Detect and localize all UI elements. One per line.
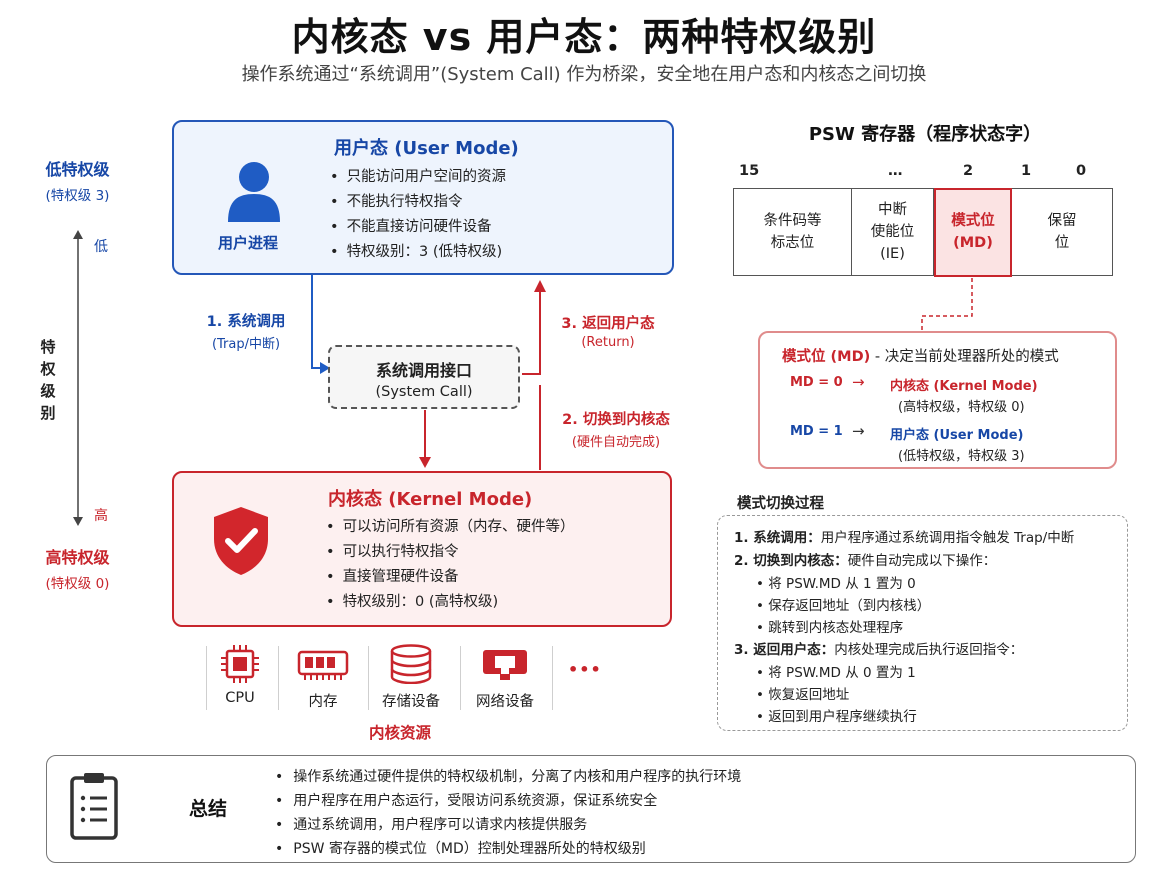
list-item: 用户程序在用户态运行，受限访问系统资源，保证系统安全 <box>275 789 741 813</box>
md1-value: MD = 1 <box>790 424 843 439</box>
list-item: • 恢复返回地址 <box>756 687 850 703</box>
list-item: 特权级别：3 (低特权级) <box>330 240 506 265</box>
bit-number: 1 <box>1021 163 1032 179</box>
syscall-interface-box: 系统调用接口 (System Call) <box>328 345 520 409</box>
switch-process-box: 1. 系统调用：用户程序通过系统调用指令触发 Trap/中断 2. 切换到内核态… <box>717 515 1128 731</box>
divider <box>278 646 279 710</box>
step-1: 1. 系统调用：用户程序通过系统调用指令触发 Trap/中断 <box>734 530 1075 546</box>
kernel-mode-title: 内核态 (Kernel Mode) <box>328 489 533 510</box>
resource-memory: 内存 <box>288 644 358 711</box>
database-icon <box>390 644 432 684</box>
md0-mode: 内核态 (Kernel Mode) <box>890 379 1038 394</box>
shield-check-icon <box>214 507 268 575</box>
md0-value: MD = 0 <box>790 375 843 390</box>
divider <box>368 646 369 710</box>
low-privilege-label: 低特权级 (特权级 3) <box>45 160 110 204</box>
step3-label: 3. 返回用户态 (Return) <box>561 316 655 350</box>
psw-cell-reserved: 保留位 <box>1047 213 1077 251</box>
md-info-desc: - 决定当前处理器所处的模式 <box>870 349 1059 365</box>
list-item: 只能访问用户空间的资源 <box>330 165 507 190</box>
user-mode-box: 用户态 (User Mode) 用户进程 只能访问用户空间的资源 不能执行特权指… <box>172 120 674 275</box>
page-title: 内核态 vs 用户态：两种特权级别 <box>291 15 877 59</box>
list-item: 可以访问所有资源（内存、硬件等） <box>326 515 575 540</box>
resource-cpu: CPU <box>208 644 272 706</box>
page-subtitle: 操作系统通过“系统调用”(System Call) 作为桥梁，安全地在用户态和内… <box>241 64 927 85</box>
list-item: • 保存返回地址（到内核栈） <box>756 598 931 614</box>
md-connector <box>921 278 973 332</box>
flow-arrows <box>311 275 546 470</box>
list-item: 特权级别：0 (高特权级) <box>326 590 575 615</box>
list-item: • 将 PSW.MD 从 0 置为 1 <box>756 665 916 681</box>
high-privilege-label: 高特权级 (特权级 0) <box>45 548 110 592</box>
kernel-mode-box: 内核态 (Kernel Mode) 可以访问所有资源（内存、硬件等） 可以执行特… <box>172 471 672 627</box>
low-mark: 低 <box>94 239 108 255</box>
list-item: 操作系统通过硬件提供的特权级机制，分离了内核和用户程序的执行环境 <box>275 765 741 789</box>
high-mark: 高 <box>94 508 108 524</box>
step-3: 3. 返回用户态：内核处理完成后执行返回指令： <box>734 642 1024 658</box>
md0-detail: (高特权级，特权级 0) <box>898 400 1025 415</box>
psw-cell-flags: 条件码等标志位 <box>734 189 852 275</box>
list-item: 通过系统调用，用户程序可以请求内核提供服务 <box>275 813 741 837</box>
bit-number: 0 <box>1076 163 1087 179</box>
list-item: 直接管理硬件设备 <box>326 565 575 590</box>
step-2: 2. 切换到内核态：硬件自动完成以下操作： <box>734 553 997 569</box>
arrow-right-icon: → <box>852 422 865 440</box>
list-item: • 将 PSW.MD 从 1 置为 0 <box>756 576 916 592</box>
list-item: PSW 寄存器的模式位（MD）控制处理器所处的特权级别 <box>275 837 741 861</box>
user-process-label: 用户进程 <box>218 234 279 252</box>
bit-number: … <box>888 163 903 179</box>
summary-title: 总结 <box>189 798 228 820</box>
resource-network: 网络设备 <box>468 644 542 711</box>
cpu-icon <box>221 645 259 683</box>
list-item: 不能直接访问硬件设备 <box>330 215 506 240</box>
bit-number: 2 <box>963 163 974 179</box>
arrow-right-icon: → <box>852 373 865 391</box>
user-mode-bullets: 只能访问用户空间的资源 不能执行特权指令 不能直接访问硬件设备 特权级别：3 (… <box>330 165 507 265</box>
psw-cell-ie: 中断使能位(IE) <box>852 189 934 275</box>
md1-mode: 用户态 (User Mode) <box>890 428 1024 443</box>
more-resources: ••• <box>568 660 602 679</box>
network-device-icon <box>483 650 527 680</box>
list-item: • 返回到用户程序继续执行 <box>756 709 917 725</box>
divider <box>552 646 553 710</box>
clipboard-icon <box>70 773 118 840</box>
switch-process-title: 模式切换过程 <box>737 496 824 512</box>
privilege-axis-label: 特 权 级 别 <box>40 338 56 422</box>
psw-title: PSW 寄存器（程序状态字） <box>808 124 1042 145</box>
privilege-axis-arrow <box>73 230 83 526</box>
kernel-resources-caption: 内核资源 <box>369 724 432 742</box>
md-info-title: 模式位 (MD) <box>782 349 871 365</box>
summary-box: 总结 操作系统通过硬件提供的特权级机制，分离了内核和用户程序的执行环境 用户程序… <box>46 755 1136 863</box>
step1-label: 1. 系统调用 (Trap/中断) <box>206 314 286 352</box>
psw-cell-md: 模式位(MD) <box>934 187 1012 277</box>
md1-detail: (低特权级，特权级 3) <box>898 449 1025 464</box>
memory-icon <box>297 650 349 680</box>
list-item: • 跳转到内核态处理程序 <box>756 620 904 636</box>
divider <box>206 646 207 710</box>
md-info-box: 模式位 (MD) - 决定当前处理器所处的模式 MD = 0 → 内核态 (Ke… <box>758 331 1117 469</box>
user-mode-title: 用户态 (User Mode) <box>334 138 519 159</box>
list-item: 不能执行特权指令 <box>330 190 506 215</box>
divider <box>460 646 461 710</box>
resource-storage: 存储设备 <box>372 644 450 711</box>
list-item: 可以执行特权指令 <box>326 540 575 565</box>
step2-label: 2. 切换到内核态 (硬件自动完成) <box>562 412 670 450</box>
bit-number: 15 <box>739 163 760 179</box>
user-icon <box>228 162 280 222</box>
kernel-mode-bullets: 可以访问所有资源（内存、硬件等） 可以执行特权指令 直接管理硬件设备 特权级别：… <box>326 515 575 615</box>
summary-list: 操作系统通过硬件提供的特权级机制，分离了内核和用户程序的执行环境 用户程序在用户… <box>275 765 741 861</box>
psw-register-table: 条件码等标志位 中断使能位(IE) 模式位(MD) 保留位 <box>733 187 1113 277</box>
